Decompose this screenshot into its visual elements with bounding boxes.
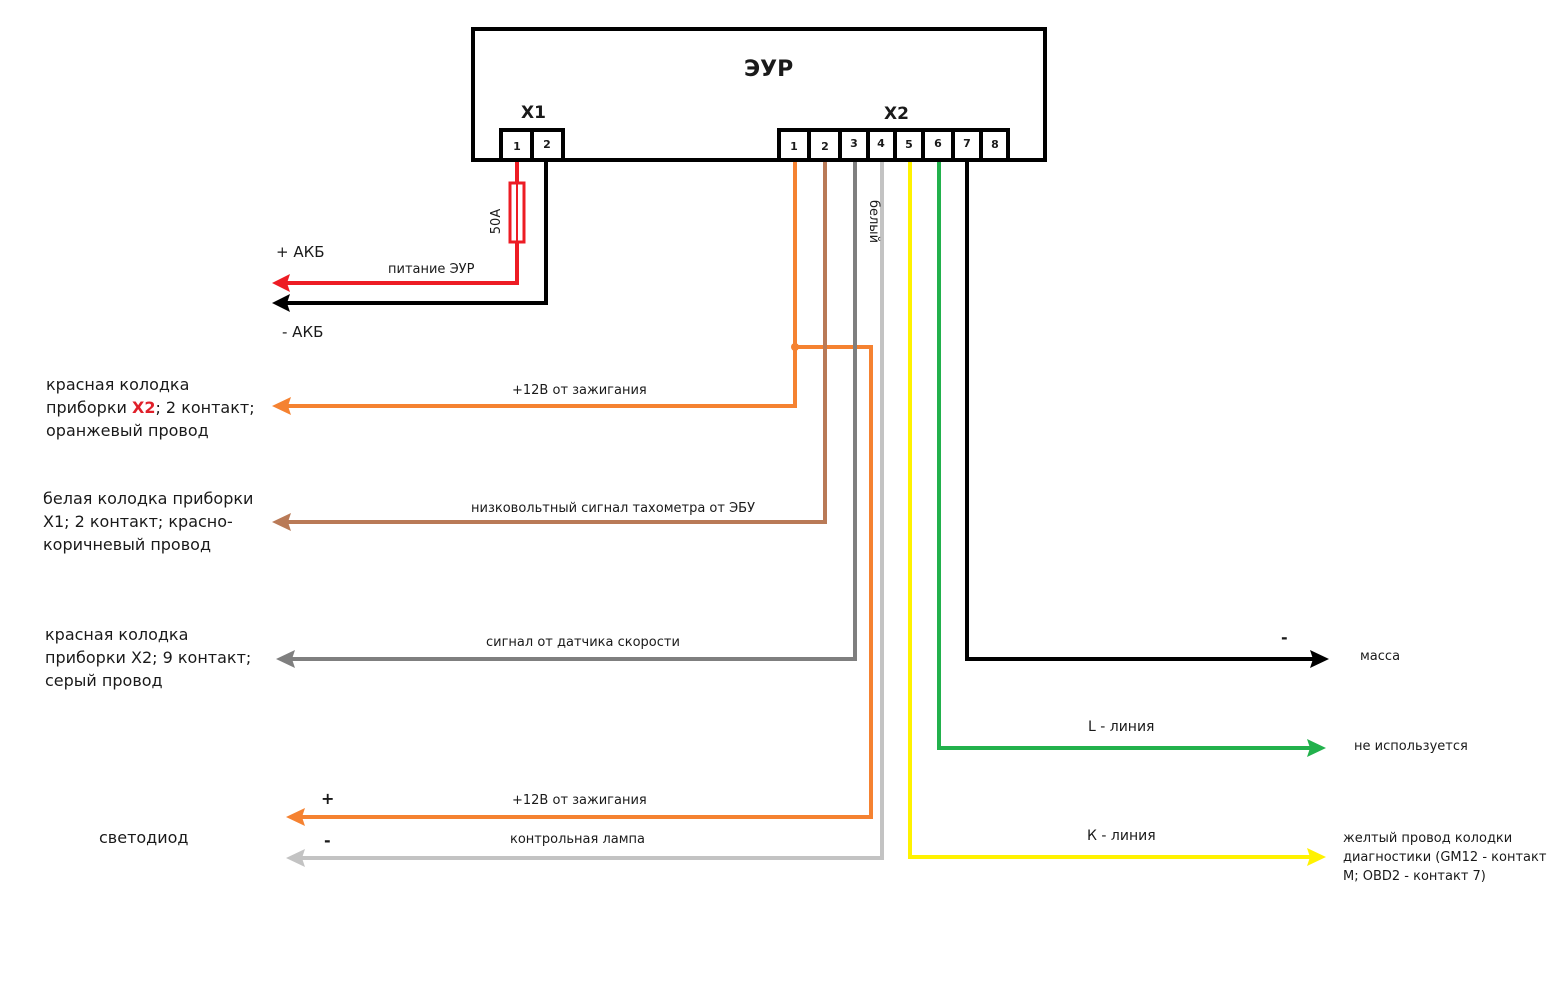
- speed-wire: [288, 162, 857, 661]
- fuse-label: 50A: [489, 208, 505, 235]
- x2-label: X2: [884, 104, 909, 124]
- speed-wire-label: сигнал от датчика скорости: [486, 635, 680, 650]
- x2-pin-3: 3: [850, 137, 858, 150]
- led-plus-sign: +: [321, 789, 335, 808]
- lamp-arrowhead: [286, 849, 305, 867]
- tacho-destination: белая колодка приборки X1; 2 контакт; кр…: [43, 489, 254, 554]
- x2-pin-7: 7: [963, 137, 971, 150]
- power-minus-arrowhead: [272, 294, 290, 312]
- battery-minus-label: - АКБ: [282, 323, 324, 341]
- power-plus-wire: [283, 162, 526, 285]
- tacho-wire-label: низковольтный сигнал тахометра от ЭБУ: [471, 501, 755, 516]
- k-line-label: К - линия: [1087, 828, 1156, 844]
- ground-arrowhead: [1310, 650, 1329, 668]
- white-wire-label: белый: [866, 199, 882, 244]
- l-line-wire: [937, 162, 1313, 750]
- k-line-arrowhead: [1307, 848, 1326, 866]
- ignition-destination: красная колодка приборки X2; 2 контакт; …: [46, 375, 255, 440]
- branch-junction: [791, 343, 799, 351]
- led-minus-sign: -: [324, 831, 331, 850]
- tacho-arrowhead: [272, 513, 291, 531]
- k-line-destination: желтый провод колодки диагностики (GM12 …: [1343, 831, 1547, 884]
- speed-destination: красная колодка приборки X2; 9 контакт; …: [45, 625, 252, 690]
- x2-highlight: X2: [131, 398, 156, 417]
- l-line-label: L - линия: [1088, 719, 1155, 735]
- ground-wire: [965, 162, 1315, 661]
- speed-arrowhead: [276, 650, 295, 668]
- unit-title: ЭУР: [744, 57, 794, 82]
- ground-destination: масса: [1360, 649, 1401, 664]
- eur-unit-box: [471, 27, 1047, 162]
- ignition-wire-label: +12В от зажигания: [512, 383, 647, 398]
- l-line-destination: не используется: [1354, 739, 1468, 754]
- ignition-wire: [285, 162, 797, 408]
- tacho-wire: [285, 162, 827, 524]
- x2-pin-4: 4: [877, 137, 885, 150]
- ignition-arrowhead: [272, 397, 291, 415]
- led-plus-arrowhead: [286, 808, 305, 826]
- x2-pin-5: 5: [905, 138, 913, 151]
- x2-dividers: [807, 130, 983, 160]
- led-plus-wire-label: +12В от зажигания: [512, 793, 647, 808]
- lamp-wire-label: контрольная лампа: [510, 832, 646, 847]
- x1-pin-1: 1: [513, 140, 521, 153]
- x2-pin-1: 1: [790, 140, 798, 153]
- led-destination: светодиод: [99, 828, 189, 847]
- lamp-wire: [298, 162, 884, 860]
- x1-label: X1: [521, 103, 546, 123]
- x2-pin-6: 6: [934, 137, 942, 150]
- x1-pin-2: 2: [543, 138, 551, 151]
- power-plus-arrowhead: [272, 274, 290, 292]
- battery-plus-label: + АКБ: [276, 243, 325, 261]
- led-plus-wire: [298, 345, 873, 819]
- x2-pin-8: 8: [991, 138, 999, 151]
- x2-pin-2: 2: [821, 140, 829, 153]
- power-minus-wire: [283, 162, 548, 305]
- k-line-wire: [908, 162, 1313, 859]
- power-wire-label: питание ЭУР: [388, 262, 475, 277]
- ground-minus-sign: -: [1281, 628, 1288, 647]
- l-line-arrowhead: [1307, 739, 1326, 757]
